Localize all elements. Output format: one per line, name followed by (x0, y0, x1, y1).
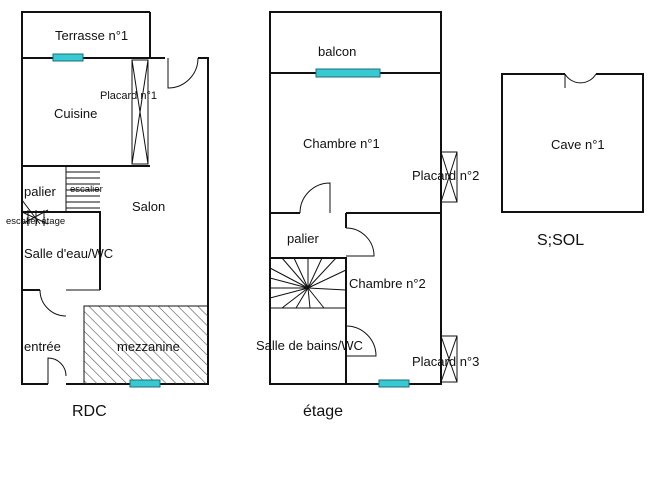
etage-caption: étage (303, 403, 343, 420)
escalier-label: escalier (70, 184, 103, 195)
salon-label: Salon (132, 199, 165, 214)
cave-door-arc (564, 73, 597, 84)
etage-chambre1-door (299, 182, 331, 214)
rdc-plan: Terrasse n°1 Placard n°1 Cuisine palier … (6, 11, 209, 420)
etage-plan: balcon Chambre n°1 Placard n°2 palier Ch… (256, 11, 479, 420)
entree-label: entrée (24, 339, 61, 354)
chambre-1-label: Chambre n°1 (303, 136, 380, 151)
rdc-window-terrasse (52, 53, 84, 62)
placard-1-closet (131, 59, 149, 165)
salle-bains-label: Salle de bains/WC (256, 338, 363, 353)
escalier-etage-label: escalier étage (6, 216, 65, 227)
etage-outer-wall (269, 11, 442, 385)
rdc-stairs (21, 171, 100, 226)
chambre-2-label: Chambre n°2 (349, 276, 426, 291)
etage-window-bottom (378, 379, 410, 388)
rdc-entry-door (47, 357, 67, 384)
sous-sol-caption: S;SOL (537, 232, 584, 249)
placard-2-closet (440, 151, 458, 203)
cave-label: Cave n°1 (551, 137, 605, 152)
rdc-salle-eau-wall (22, 211, 101, 290)
mezzanine-label: mezzanine (117, 339, 180, 354)
rdc-palier-label: palier (24, 184, 56, 199)
etage-bain-door (345, 325, 377, 357)
etage-palier-label: palier (287, 231, 319, 246)
etage-chambre2-door (345, 227, 375, 257)
rdc-caption: RDC (72, 403, 107, 420)
rdc-window-mezzanine (129, 379, 161, 388)
placard-3-label: Placard n°3 (412, 354, 479, 369)
terrasse-label: Terrasse n°1 (55, 28, 128, 43)
rdc-door-arc (167, 57, 199, 89)
sous-sol-plan: Cave n°1 S;SOL (501, 73, 644, 249)
etage-stairs (269, 257, 347, 309)
placard-1-label: Placard n°1 (100, 90, 157, 102)
etage-stair-wall (270, 257, 347, 308)
rdc-outer-wall (21, 11, 150, 385)
mezzanine-area (83, 305, 209, 385)
etage-window-balcon (315, 68, 381, 78)
cuisine-label: Cuisine (54, 106, 97, 121)
placard-3-closet (440, 335, 458, 383)
rdc-salle-eau-door (39, 289, 67, 317)
placard-2-label: Placard n°2 (412, 168, 479, 183)
salle-eau-label: Salle d'eau/WC (24, 246, 113, 261)
cave-outer-wall (501, 73, 644, 213)
balcon-label: balcon (318, 44, 356, 59)
